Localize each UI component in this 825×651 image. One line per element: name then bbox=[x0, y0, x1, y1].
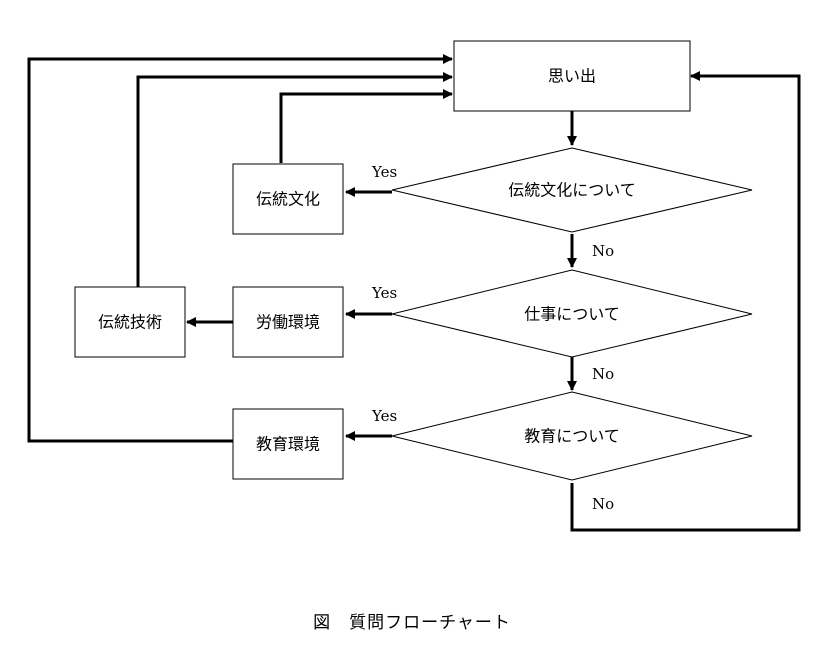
node-education-environment: 教育環境 bbox=[232, 408, 344, 480]
edge-traditional-culture-to-memories bbox=[279, 89, 453, 163]
node-traditional-skills: 伝統技術 bbox=[74, 286, 186, 358]
figure-caption: 図 質問フローチャート bbox=[313, 613, 511, 633]
node-work-environment: 労働環境 bbox=[232, 286, 344, 358]
edge-education-env-to-memories bbox=[27, 54, 453, 443]
edges bbox=[27, 54, 801, 532]
node-work-environment-label: 労働環境 bbox=[256, 313, 320, 332]
edge-education-question-no-loop bbox=[570, 71, 801, 532]
edge-traditional-skills-to-memories bbox=[136, 72, 453, 287]
node-traditional-culture-label: 伝統文化 bbox=[256, 190, 320, 209]
decision-about-work-label: 仕事について bbox=[524, 305, 620, 324]
decision-about-education: 教育について bbox=[391, 391, 753, 481]
decision-about-work: 仕事について bbox=[391, 269, 753, 358]
edge-label-no-work: No bbox=[592, 365, 614, 383]
decision-about-traditional-culture: 伝統文化について bbox=[391, 147, 753, 233]
node-traditional-skills-label: 伝統技術 bbox=[98, 313, 162, 332]
node-education-environment-label: 教育環境 bbox=[256, 435, 320, 454]
edge-label-yes-work: Yes bbox=[371, 284, 397, 302]
edge-label-no-education: No bbox=[592, 495, 614, 513]
edge-label-yes-education: Yes bbox=[371, 407, 397, 425]
node-memories-label: 思い出 bbox=[548, 67, 596, 86]
decision-about-traditional-culture-label: 伝統文化について bbox=[508, 181, 636, 200]
decision-about-education-label: 教育について bbox=[524, 427, 620, 446]
node-memories: 思い出 bbox=[453, 40, 691, 112]
edge-label-yes-culture: Yes bbox=[371, 163, 397, 181]
edge-label-no-culture: No bbox=[592, 242, 614, 260]
node-traditional-culture: 伝統文化 bbox=[232, 163, 344, 235]
